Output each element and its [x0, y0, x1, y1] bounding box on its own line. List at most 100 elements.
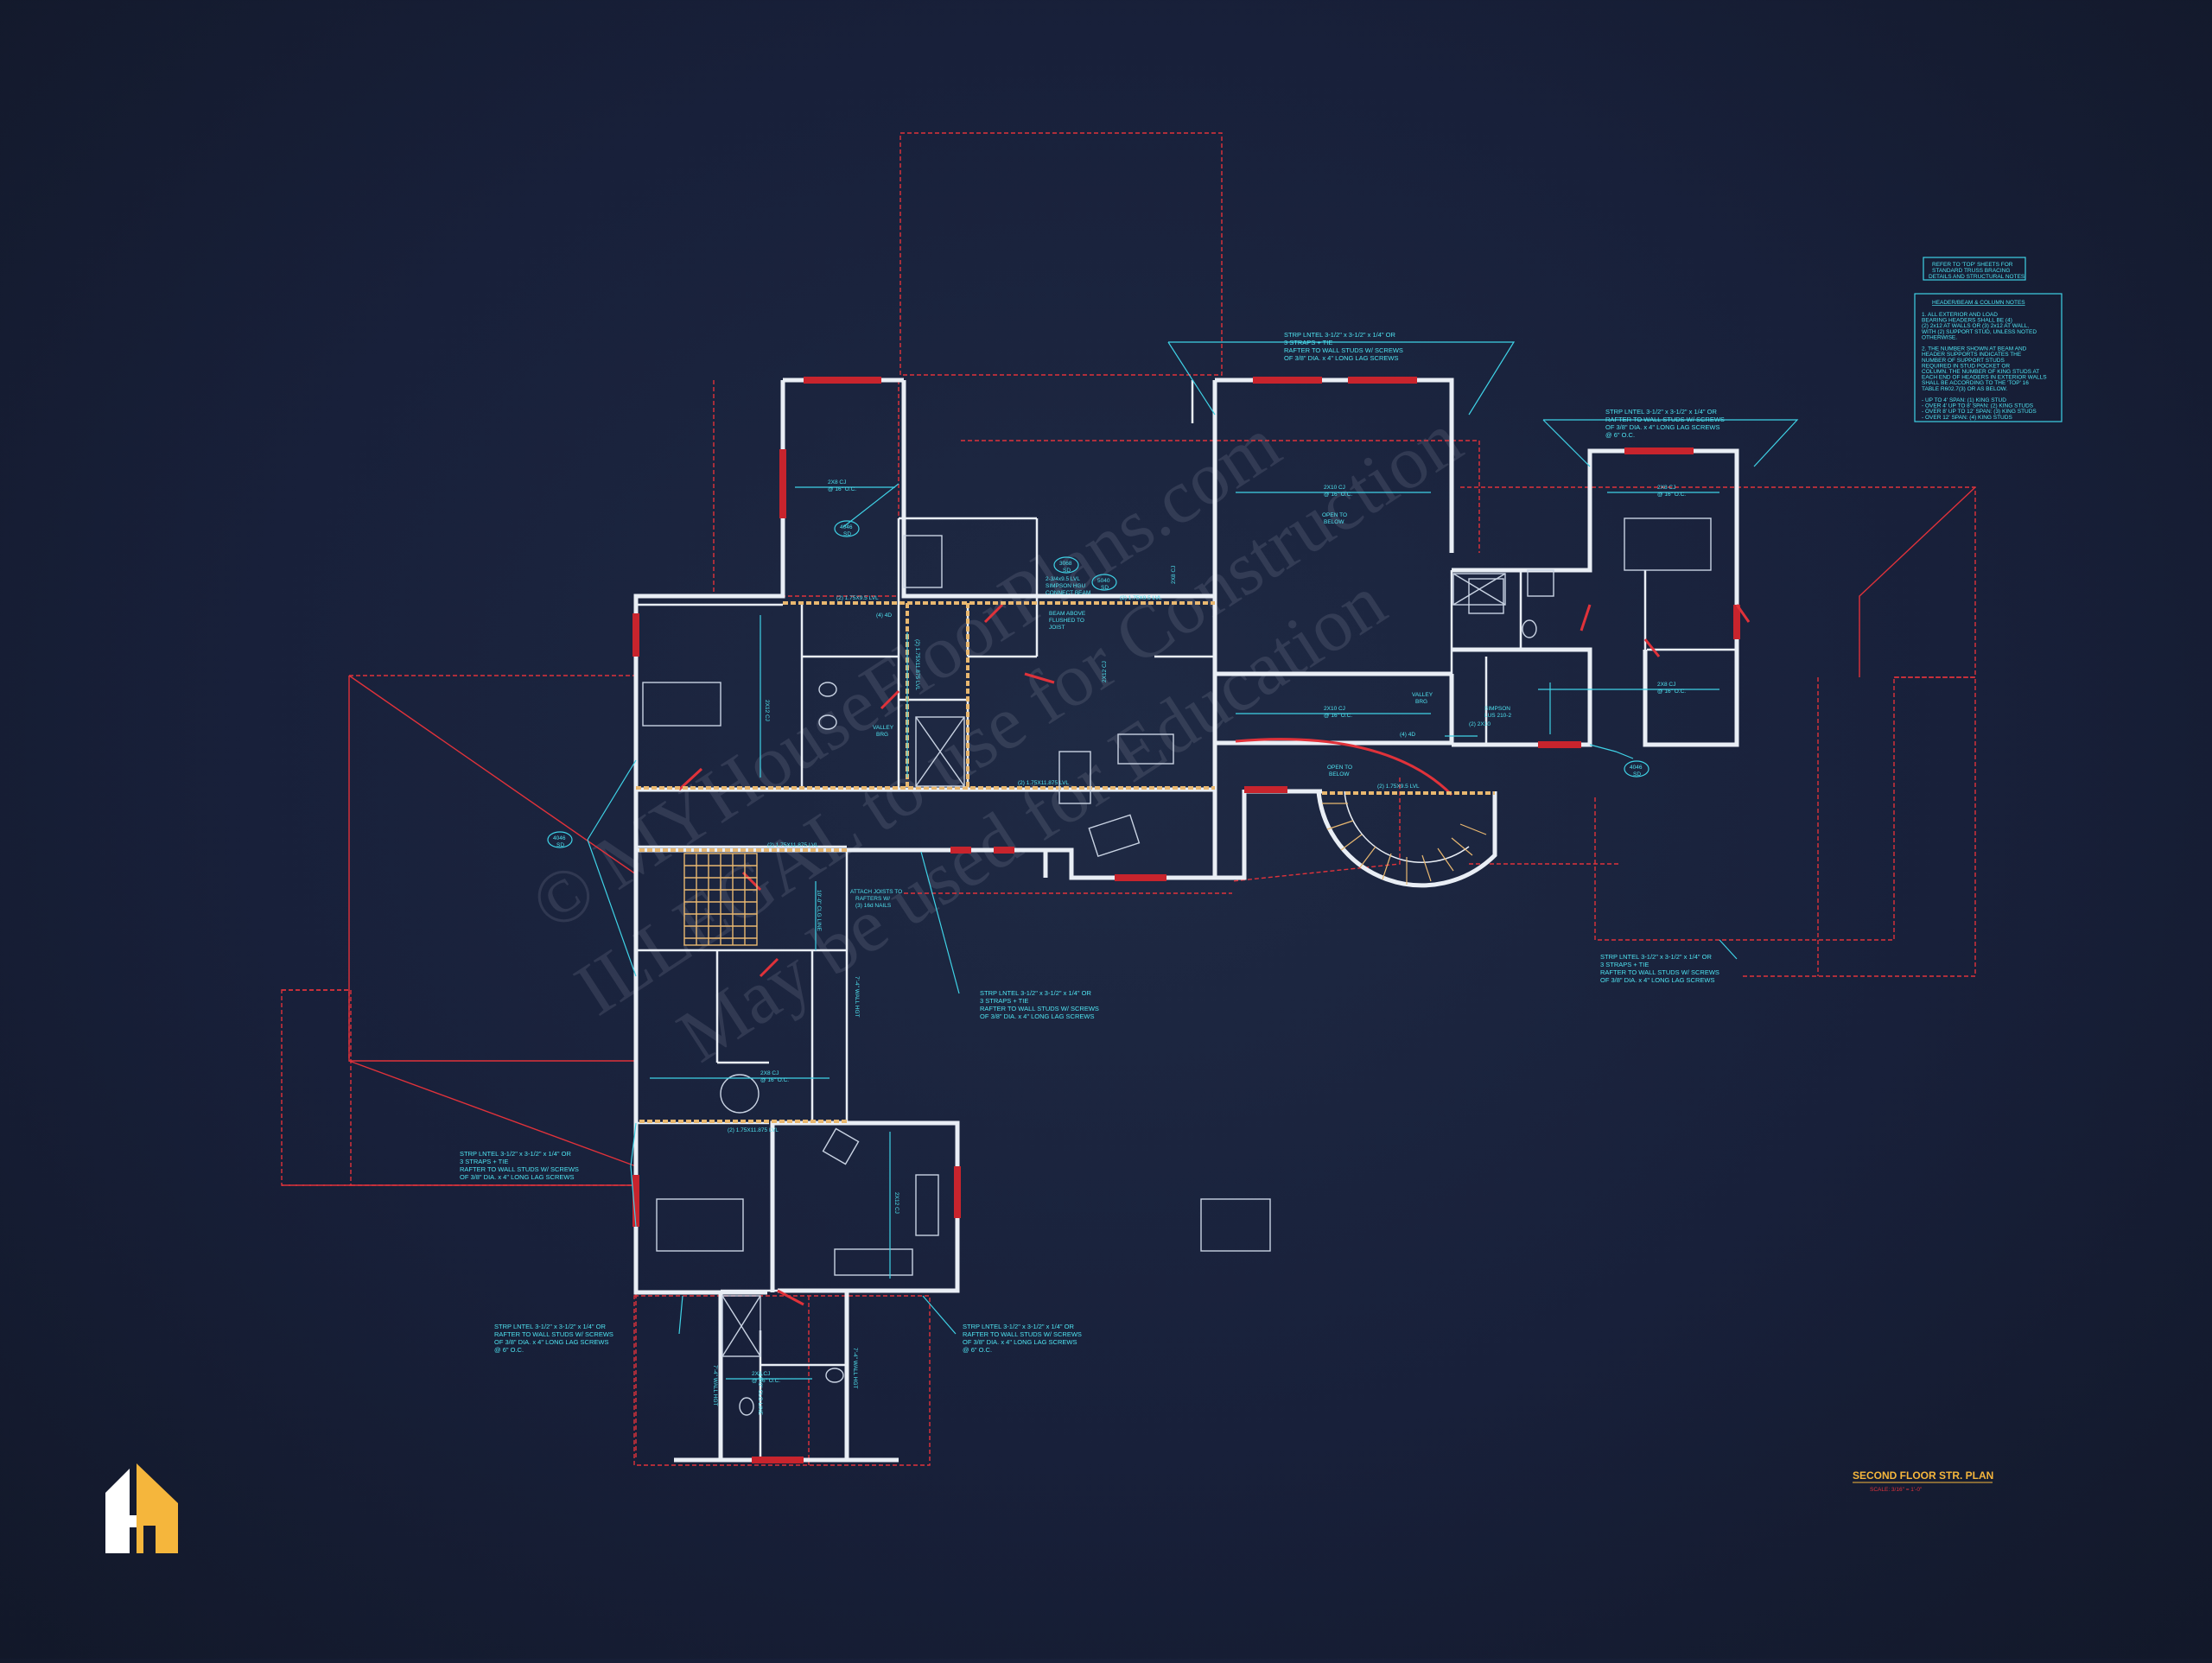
header-note-line: EACH END OF HEADERS IN EXTERIOR WALLS: [1922, 375, 2047, 381]
header-note-line: HEADER SUPPORTS INDICATES THE: [1922, 352, 2022, 358]
svg-text:3 STRAPS + TIE: 3 STRAPS + TIE: [460, 1158, 508, 1165]
svg-text:3 STRAPS + TIE: 3 STRAPS + TIE: [1284, 339, 1332, 346]
svg-text:DETAILS AND STRUCTURAL NOTES: DETAILS AND STRUCTURAL NOTES: [1929, 274, 2025, 280]
straight-stair: [683, 853, 758, 946]
svg-text:OF 3/8" DIA. x 4" LONG LAG SCR: OF 3/8" DIA. x 4" LONG LAG SCREWS: [460, 1173, 574, 1181]
svg-text:@ 6" O.C.: @ 6" O.C.: [963, 1346, 992, 1354]
svg-text:(2) 1.75X9.5 LVL: (2) 1.75X9.5 LVL: [1120, 595, 1162, 601]
svg-text:STRP LNTEL 3-1/2" x 3-1/2" x 1: STRP LNTEL 3-1/2" x 3-1/2" x 1/4" OR: [460, 1150, 571, 1158]
circle-tags: [547, 520, 1649, 848]
svg-text:BELOW: BELOW: [1324, 519, 1344, 525]
svg-text:LUS 210-2: LUS 210-2: [1484, 713, 1511, 719]
svg-text:4046: 4046: [840, 524, 853, 530]
callout-right-lower: STRP LNTEL 3-1/2" x 3-1/2" x 1/4" OR 3 S…: [1600, 953, 1719, 984]
svg-text:RAFTER TO WALL STUDS W/ SCREWS: RAFTER TO WALL STUDS W/ SCREWS: [1600, 968, 1719, 976]
svg-text:BRG: BRG: [1415, 699, 1427, 705]
svg-text:2X12 CJ: 2X12 CJ: [764, 700, 770, 721]
svg-text:OF 3/8" DIA. x 4" LONG LAG SCR: OF 3/8" DIA. x 4" LONG LAG SCREWS: [963, 1338, 1077, 1346]
svg-text:SD: SD: [1633, 771, 1641, 778]
svg-text:(4) 4D: (4) 4D: [876, 613, 892, 619]
callout-left: STRP LNTEL 3-1/2" x 3-1/2" x 1/4" OR 3 S…: [460, 1150, 579, 1181]
callout-top-right: STRP LNTEL 3-1/2" x 3-1/2" x 1/4" OR RAF…: [1605, 408, 1725, 439]
svg-text:OF 3/8" DIA. x 4" LONG LAG SCR: OF 3/8" DIA. x 4" LONG LAG SCREWS: [1605, 423, 1719, 431]
svg-text:SD: SD: [556, 842, 564, 848]
svg-text:(2) 1.75X9.5 LVL: (2) 1.75X9.5 LVL: [836, 595, 879, 601]
svg-text:2X12 CJ: 2X12 CJ: [1102, 661, 1108, 682]
svg-text:7'-4" WALL HGT: 7'-4" WALL HGT: [852, 1348, 858, 1389]
header-note-line: 1. ALL EXTERIOR AND LOAD: [1922, 312, 1998, 318]
header-note-line: (2) 2x12 AT WALLS OR (3) 2x12 AT WALL,: [1922, 323, 2029, 329]
svg-text:2X8 CJ: 2X8 CJ: [760, 1070, 779, 1076]
svg-text:2X8 CJ: 2X8 CJ: [1657, 682, 1675, 688]
svg-text:RAFTER TO WALL STUDS W/ SCREWS: RAFTER TO WALL STUDS W/ SCREWS: [1284, 346, 1403, 354]
svg-text:JOIST: JOIST: [1049, 625, 1065, 631]
interior-walls: [636, 380, 1738, 1460]
misc-labels: ATTACH JOISTS TO RAFTERS W/ (3) 16d NAIL…: [553, 524, 1643, 1416]
svg-text:OF 3/8" DIA. x 4" LONG LAG SCR: OF 3/8" DIA. x 4" LONG LAG SCREWS: [494, 1338, 608, 1346]
header-note-line: - UP TO 4' SPAN: (1) KING STUD: [1922, 397, 2006, 403]
svg-text:STRP LNTEL 3-1/2" x 3-1/2" x 1: STRP LNTEL 3-1/2" x 3-1/2" x 1/4" OR: [1600, 953, 1712, 961]
svg-text:CONNECT BEAM: CONNECT BEAM: [1046, 590, 1090, 596]
svg-text:REFER TO 'TOP' SHEETS FOR: REFER TO 'TOP' SHEETS FOR: [1932, 262, 2013, 268]
callout-middle: STRP LNTEL 3-1/2" x 3-1/2" x 1/4" OR 3 S…: [980, 989, 1099, 1020]
open-to-below-labels: OPEN TO BELOW OPEN TO BELOW: [1322, 512, 1352, 778]
svg-text:RAFTER TO WALL STUDS W/ SCREWS: RAFTER TO WALL STUDS W/ SCREWS: [494, 1330, 613, 1338]
svg-text:RAFTER TO WALL STUDS W/ SCREWS: RAFTER TO WALL STUDS W/ SCREWS: [1605, 416, 1725, 423]
svg-text:SD: SD: [1101, 585, 1109, 591]
svg-text:(2) 1.75X11.875 LVL: (2) 1.75X11.875 LVL: [914, 639, 920, 690]
svg-text:3 STRAPS + TIE: 3 STRAPS + TIE: [1600, 961, 1649, 968]
svg-text:STRP LNTEL 3-1/2" x 3-1/2" x 1: STRP LNTEL 3-1/2" x 3-1/2" x 1/4" OR: [1605, 408, 1717, 416]
svg-text:(2) 1.75X9.5 LVL: (2) 1.75X9.5 LVL: [1377, 784, 1420, 790]
callout-bottom-right: STRP LNTEL 3-1/2" x 3-1/2" x 1/4" OR RAF…: [963, 1323, 1082, 1354]
svg-text:5040: 5040: [1097, 578, 1110, 584]
svg-text:@ 16" O.C.: @ 16" O.C.: [1324, 492, 1352, 498]
callout-top-center: STRP LNTEL 3-1/2" x 3-1/2" x 1/4" OR 3 S…: [1284, 331, 1403, 362]
svg-text:(2) 1.75X11.875 LVL: (2) 1.75X11.875 LVL: [1018, 780, 1069, 786]
header-note-line: WITH (2) SUPPORT STUD, UNLESS NOTED: [1922, 329, 2037, 335]
header-note-line: - OVER 8' UP TO 12' SPAN: (3) KING STUDS: [1922, 409, 2037, 415]
svg-text:OF 3/8" DIA. x 4" LONG LAG SCR: OF 3/8" DIA. x 4" LONG LAG SCREWS: [1600, 976, 1714, 984]
svg-text:2X8 CJ: 2X8 CJ: [1171, 566, 1177, 584]
svg-text:ATTACH JOISTS TO: ATTACH JOISTS TO: [850, 889, 902, 895]
svg-text:FLUSHED TO: FLUSHED TO: [1049, 618, 1084, 624]
svg-text:2-3/4x9.5 LVL: 2-3/4x9.5 LVL: [1046, 576, 1080, 582]
svg-text:RAFTER TO WALL STUDS W/ SCREWS: RAFTER TO WALL STUDS W/ SCREWS: [980, 1005, 1099, 1012]
svg-text:10'-0" CLG LINE: 10'-0" CLG LINE: [816, 890, 822, 932]
joist-arrows: [650, 486, 1719, 1380]
leader-lines: [587, 341, 1799, 1335]
svg-text:2X8 CJ: 2X8 CJ: [752, 1371, 770, 1377]
svg-text:RAFTERS W/: RAFTERS W/: [855, 896, 890, 902]
svg-text:OPEN TO: OPEN TO: [1322, 512, 1347, 518]
header-note-line: SHALL BE ACCORDING TO THE 'TOP' 16: [1922, 380, 2029, 386]
svg-text:2X12 CJ: 2X12 CJ: [893, 1192, 899, 1214]
svg-text:STRP LNTEL 3-1/2" x 3-1/2" x 1: STRP LNTEL 3-1/2" x 3-1/2" x 1/4" OR: [963, 1323, 1074, 1330]
svg-text:VALLEY: VALLEY: [1412, 692, 1433, 698]
svg-text:OPEN TO: OPEN TO: [1327, 765, 1352, 771]
header-note-line: BEARING HEADERS SHALL BE (4): [1922, 318, 2012, 324]
svg-text:(2) 2X10: (2) 2X10: [1469, 721, 1491, 727]
svg-text:(2) 1.75X11.875 LVL: (2) 1.75X11.875 LVL: [728, 1127, 779, 1133]
header-note-line: COLUMN. THE NUMBER OF KING STUDS AT: [1922, 369, 2039, 375]
svg-text:@ 6" O.C.: @ 6" O.C.: [494, 1346, 524, 1354]
svg-text:SIMPSON: SIMPSON: [1484, 706, 1510, 712]
svg-text:SIMPSON HGU: SIMPSON HGU: [1046, 583, 1086, 589]
svg-text:VALLEY: VALLEY: [873, 725, 894, 731]
svg-text:@ 16" O.C.: @ 16" O.C.: [1324, 713, 1352, 719]
joist-labels: 2X8 CJ @ 16" O.C. 2X10 CJ @ 16" O.C. 2X8…: [752, 479, 1686, 1384]
lvl-labels: (2) 1.75X9.5 LVL (2) 1.75X9.5 LVL (2) 1.…: [728, 595, 1420, 1133]
svg-text:STRP LNTEL 3-1/2" x 3-1/2" x 1: STRP LNTEL 3-1/2" x 3-1/2" x 1/4" OR: [1284, 331, 1395, 339]
furniture: [642, 517, 1712, 1416]
svg-text:RAFTER TO WALL STUDS W/ SCREWS: RAFTER TO WALL STUDS W/ SCREWS: [963, 1330, 1082, 1338]
svg-text:BELOW: BELOW: [1329, 771, 1350, 778]
header-note-line: REQUIRED IN STUD POCKET OR: [1922, 363, 2010, 369]
header-note-line: - OVER 12' SPAN: (4) KING STUDS: [1922, 415, 2012, 421]
svg-text:2X8 CJ: 2X8 CJ: [828, 479, 846, 486]
svg-text:7'-4" WALL HGT: 7'-4" WALL HGT: [712, 1365, 718, 1406]
svg-text:@ 16" O.C.: @ 16" O.C.: [828, 486, 856, 492]
svg-text:STRP LNTEL 3-1/2" x 3-1/2" x 1: STRP LNTEL 3-1/2" x 3-1/2" x 1/4" OR: [494, 1323, 606, 1330]
svg-text:OF 3/8" DIA. x 4" LONG LAG SCR: OF 3/8" DIA. x 4" LONG LAG SCREWS: [1284, 354, 1398, 362]
svg-text:10'-0" CLG LINE: 10'-0" CLG LINE: [757, 1374, 763, 1416]
